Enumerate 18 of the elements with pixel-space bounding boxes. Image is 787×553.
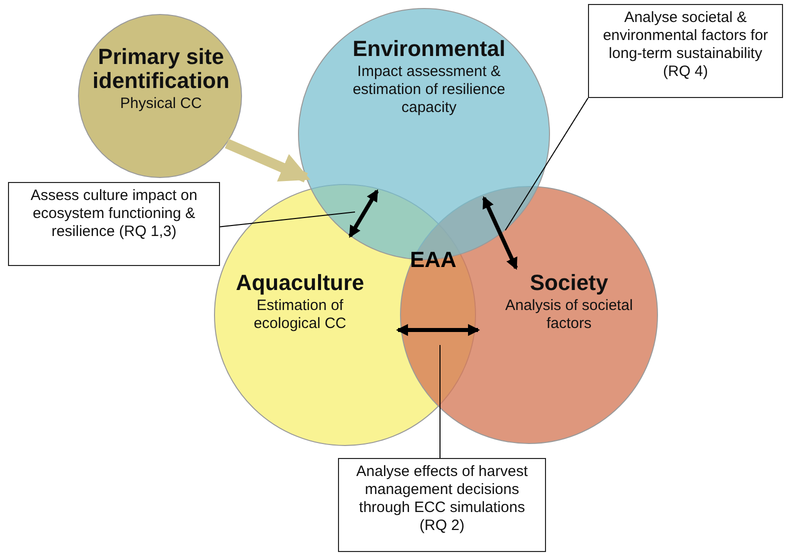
circle-heading: Aquaculture (234, 271, 366, 295)
overlap-label: EAA (410, 247, 456, 273)
arrow (224, 138, 310, 182)
circle-text: Analysis of societal factors (504, 297, 634, 333)
circle-heading: Primary site identification (92, 45, 230, 93)
circle-text: Physical CC (119, 95, 203, 113)
leader-line (218, 212, 356, 228)
double-arrow (348, 189, 379, 238)
double-arrow (396, 324, 480, 336)
circle-text: Estimation of ecological CC (252, 297, 348, 333)
leader-line (504, 98, 588, 231)
circle-text: Impact assessment & estimation of resilience capacity (352, 63, 506, 117)
circle-heading: Environmental (352, 37, 506, 61)
double-arrow (482, 196, 518, 270)
circle-heading: Society (528, 271, 610, 295)
annotation-box: Assess culture impact on ecosystem functioning & resilience (RQ 1,3) (8, 182, 220, 266)
annotation-box: Analyse effects of harvest management decisions through ECC simulations (RQ 2) (338, 458, 546, 552)
annotation-box: Analyse societal & environmental factors for long-term sustainability (RQ 4) (588, 4, 783, 98)
